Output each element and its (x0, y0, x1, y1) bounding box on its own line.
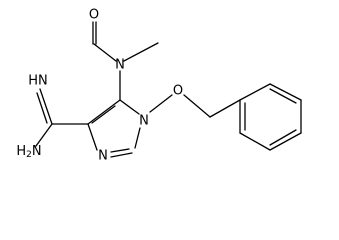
bond-formyl-to-n (93, 43, 117, 62)
atom-label-ring-n1: N (139, 114, 149, 129)
bond-ph-1 (239, 83, 271, 101)
bond-ch2-phenyl (209, 99, 241, 118)
atom-label-amine-nh2: H2N (16, 144, 41, 160)
bond-o-ch2 (183, 94, 211, 118)
bond-amidine-amine (35, 123, 53, 147)
bond-c5-c4 (87, 99, 121, 125)
bond-c2-n3-inner (110, 148, 130, 153)
bond-ph-4 (269, 132, 302, 151)
bond-c2-n3 (110, 152, 133, 158)
molecule-structure: O N HN H2N N N O (16, 8, 302, 164)
bond-ph-inner-1 (269, 88, 297, 104)
atom-label-amide-n: N (115, 58, 125, 73)
bond-n3-c4 (87, 123, 98, 151)
atom-label-ring-n3: N (98, 149, 108, 164)
bond-ph-2 (269, 83, 302, 101)
bond-amidine-imine-b (36, 92, 48, 124)
bond-n1-o (149, 94, 173, 113)
atom-label-ether-o: O (173, 84, 183, 99)
bond-c5-c4-inner (91, 105, 116, 124)
atom-label-aldehyde-o: O (89, 8, 99, 23)
atom-label-imine-nh: HN (28, 74, 48, 89)
bond-ph-inner-2 (269, 129, 297, 146)
bond-amidine-imine-a (39, 88, 53, 125)
bond-c5-n1 (119, 99, 140, 115)
bond-ph-5 (239, 132, 271, 151)
bond-n-methyl (123, 42, 159, 62)
bond-n1-c2 (134, 127, 141, 149)
